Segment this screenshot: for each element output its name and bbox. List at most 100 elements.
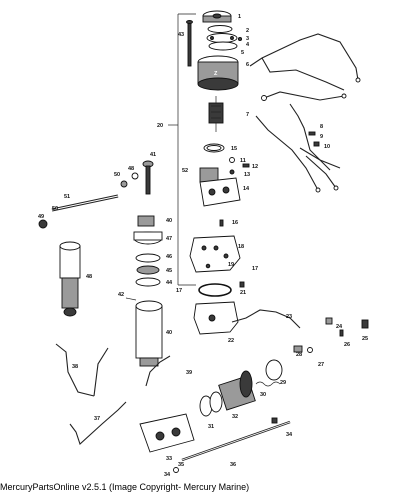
part-40-upper-valve[interactable]: [137, 215, 155, 227]
callout-8: 8: [320, 124, 323, 130]
part-40-pump-cylinder[interactable]: [135, 300, 163, 367]
part-8-wire-harness[interactable]: [249, 33, 361, 193]
part-15-snap-ring[interactable]: [203, 143, 225, 153]
callout-6: 6: [246, 62, 249, 68]
part-26-screw[interactable]: [339, 329, 344, 337]
callout-11: 11: [240, 158, 246, 164]
part-10-terminal[interactable]: [313, 141, 320, 147]
callout-51: 51: [64, 194, 70, 200]
callout-labels: 1 2 3 4 5 6 7 8 9 10 11 12 13 14 15 16 1…: [38, 14, 368, 478]
callout-19: 19: [228, 262, 234, 268]
callout-23: 23: [286, 314, 292, 320]
callout-24: 24: [336, 324, 343, 330]
part-35-fitting[interactable]: [271, 417, 278, 424]
callout-22: 22: [228, 338, 234, 344]
callout-10: 10: [324, 144, 330, 150]
part-30-spring[interactable]: [255, 381, 281, 387]
part-23-hose[interactable]: [231, 309, 301, 329]
part-36-long-rod[interactable]: [181, 420, 291, 462]
callout-9: 9: [320, 134, 323, 140]
part-24-fitting[interactable]: [325, 317, 333, 325]
part-22-reservoir-base[interactable]: [193, 301, 239, 335]
callout-39: 39: [186, 370, 192, 376]
part-31-o-ring[interactable]: [199, 391, 223, 417]
part-2-washer[interactable]: [207, 25, 233, 33]
callout-21: 21: [240, 290, 246, 296]
callout-3: 3: [246, 36, 249, 42]
callout-25: 25: [362, 336, 368, 342]
part-50-fitting[interactable]: [120, 180, 128, 188]
callout-28: 28: [296, 352, 302, 358]
part-29-end-cap[interactable]: [265, 359, 283, 381]
part-21-o-ring-large[interactable]: [198, 283, 232, 297]
part-14-pump-body[interactable]: [199, 177, 241, 207]
part-11-washer[interactable]: [229, 157, 235, 163]
callout-17b: 17: [176, 288, 182, 294]
callout-48a: 48: [128, 166, 134, 172]
bracket-20: [168, 13, 196, 286]
part-38-tube[interactable]: [55, 343, 109, 397]
part-42-screw[interactable]: [125, 297, 137, 301]
callout-18: 18: [238, 244, 244, 250]
part-1-end-cap[interactable]: [202, 10, 232, 23]
callout-2: 2: [246, 28, 249, 34]
part-6-motor-housing[interactable]: Z: [197, 55, 239, 91]
callout-29: 29: [280, 380, 286, 386]
callout-40a: 40: [166, 218, 172, 224]
part-28-valve[interactable]: [293, 345, 303, 353]
part-48-trim-cylinder[interactable]: [59, 241, 81, 317]
part-27-washer[interactable]: [307, 347, 313, 353]
part-32-cylinder-body[interactable]: [218, 370, 256, 411]
part-13-nut[interactable]: [229, 169, 235, 175]
callout-17a: 17: [252, 266, 258, 272]
callout-1: 1: [238, 14, 241, 20]
part-12-screw[interactable]: [242, 163, 250, 168]
part-3-brush-plate[interactable]: [206, 33, 238, 43]
part-5-ring[interactable]: [208, 41, 238, 51]
part-18-fitting[interactable]: [239, 281, 245, 288]
callout-27: 27: [318, 362, 324, 368]
part-34-washer[interactable]: [173, 467, 179, 473]
callout-50b: 50: [52, 206, 58, 212]
callout-52: 52: [182, 168, 188, 174]
callout-40b: 40: [166, 330, 172, 336]
part-44-o-ring[interactable]: [135, 277, 161, 287]
callout-13: 13: [244, 172, 250, 178]
callout-49: 49: [38, 214, 44, 220]
callout-16: 16: [232, 220, 238, 226]
part-51-rod[interactable]: [51, 194, 119, 212]
callout-34a: 34: [164, 472, 171, 478]
callout-50a: 50: [114, 172, 120, 178]
callout-48b: 48: [86, 274, 92, 280]
part-19-ball[interactable]: [205, 263, 211, 269]
callout-15: 15: [231, 146, 237, 152]
callout-31: 31: [208, 424, 214, 430]
callout-33: 33: [166, 456, 172, 462]
part-41-valve[interactable]: [142, 160, 154, 195]
part-37-tube[interactable]: [69, 401, 127, 445]
callout-46: 46: [166, 254, 172, 260]
callout-38: 38: [72, 364, 78, 370]
part-47-manifold[interactable]: [133, 231, 163, 245]
part-49-cap[interactable]: [38, 219, 48, 229]
part-46-ring[interactable]: [135, 253, 161, 263]
callout-14: 14: [243, 186, 250, 192]
exploded-parts-diagram: Z: [38, 10, 369, 478]
image-caption: MercuryPartsOnline v2.5.1 (Image Copyrig…: [0, 482, 250, 492]
callout-44: 44: [166, 280, 173, 286]
part-33-gear-housing[interactable]: [139, 413, 195, 453]
part-25-plug[interactable]: [361, 319, 369, 329]
callout-26: 26: [344, 342, 350, 348]
part-17-valve-body[interactable]: [189, 235, 241, 273]
part-43-long-bolt[interactable]: [186, 20, 193, 67]
part-4-screw[interactable]: [237, 36, 243, 42]
part-16-screw[interactable]: [219, 219, 224, 227]
part-45-seal[interactable]: [136, 265, 160, 275]
callout-12: 12: [252, 164, 258, 170]
part-9-screw[interactable]: [308, 131, 316, 136]
callout-41: 41: [150, 152, 156, 158]
callout-42: 42: [118, 292, 124, 298]
part-7-armature[interactable]: [208, 96, 224, 132]
part-39-tube[interactable]: [145, 355, 171, 387]
part-48-o-ring[interactable]: [131, 172, 139, 180]
